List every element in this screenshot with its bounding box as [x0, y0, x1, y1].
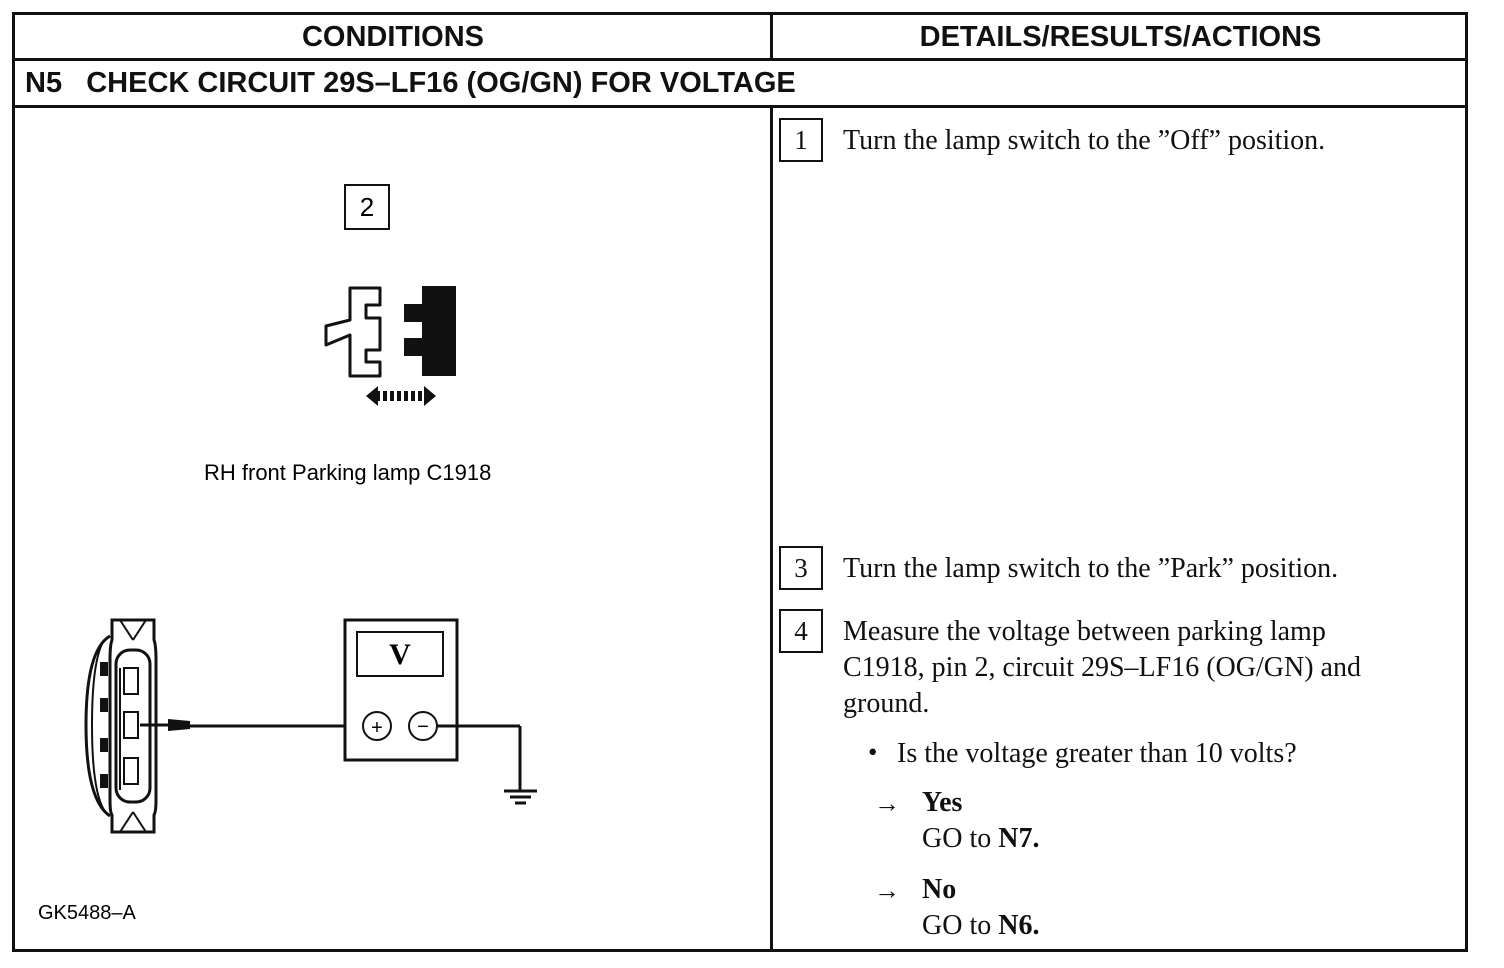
result-no-target: N6. — [998, 910, 1040, 941]
step-4-badge: 4 — [779, 609, 823, 653]
title-divider — [15, 105, 1465, 108]
header-divider — [15, 58, 1465, 61]
diagnostic-table: CONDITIONS DETAILS/RESULTS/ACTIONS N5 CH… — [12, 12, 1468, 952]
figure-id: GK5488–A — [38, 902, 137, 924]
minus-terminal: − — [417, 716, 429, 738]
voltmeter: V + − — [343, 618, 459, 762]
step-1-badge: 1 — [779, 118, 823, 162]
result-no-goto: GO to N6. — [922, 910, 1040, 941]
step-3-badge: 3 — [779, 546, 823, 590]
result-no-answer: No — [922, 874, 957, 905]
ground-lead — [437, 724, 522, 790]
details-header: DETAILS/RESULTS/ACTIONS — [919, 20, 1322, 53]
connector-caption: RH front Parking lamp C1918 — [204, 460, 491, 485]
voltmeter-display: V — [389, 638, 411, 671]
result-yes-answer: Yes — [922, 787, 963, 818]
probe-lead — [140, 719, 362, 731]
result-yes-target: N7. — [998, 823, 1040, 854]
step-4-line-1: Measure the voltage between parking lamp — [843, 616, 1326, 647]
result-arrow-icon: → — [874, 789, 900, 818]
column-divider-top — [770, 15, 773, 59]
connector-disconnect-icon — [324, 286, 456, 406]
step-1-text: Turn the lamp switch to the ”Off” positi… — [843, 125, 1326, 156]
step-3-text: Turn the lamp switch to the ”Park” posit… — [843, 553, 1339, 584]
column-divider — [770, 107, 773, 952]
step-2-badge: 2 — [344, 184, 390, 230]
plus-terminal: + — [371, 717, 383, 739]
result-yes-goto: GO to N7. — [922, 823, 1040, 854]
conditions-header: CONDITIONS — [301, 20, 485, 53]
step-2-number: 2 — [360, 192, 374, 222]
ground-symbol-icon — [504, 789, 537, 805]
result-arrow-icon: → — [874, 876, 900, 905]
step-4-question: Is the voltage greater than 10 volts? — [897, 738, 1297, 769]
step-4-line-3: ground. — [843, 688, 930, 719]
step-title: N5 CHECK CIRCUIT 29S–LF16 (OG/GN) FOR VO… — [25, 66, 796, 99]
parking-lamp-connector-face — [84, 618, 158, 834]
step-4-line-2: C1918, pin 2, circuit 29S–LF16 (OG/GN) a… — [843, 652, 1361, 683]
bullet-icon: • — [868, 737, 878, 767]
